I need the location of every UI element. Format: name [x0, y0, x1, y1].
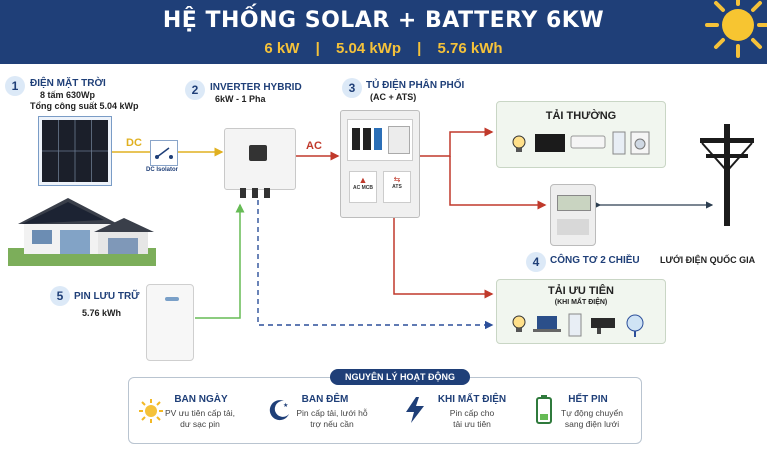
battery-line [195, 203, 245, 319]
mode-empty-text: Tự động chuyển [561, 408, 623, 418]
distribution-cabinet: ▲ AC MCB ⇆ ATS [340, 110, 420, 218]
fridge-icon [568, 313, 582, 337]
inverter-terminals [238, 188, 278, 198]
mode-outage-title: KHI MẤT ĐIỆN [437, 394, 507, 405]
laptop-icon [533, 316, 561, 332]
priority-load-box: TẢI ƯU TIÊN (KHI MẤT ĐIỆN) [496, 279, 666, 344]
power-pole-icon [700, 124, 754, 226]
battery-led-icon [165, 297, 179, 301]
step-number: 1 [5, 76, 25, 96]
inverter-display-icon [249, 145, 267, 161]
solar-panel-array [38, 116, 112, 186]
spec-separator: | [315, 40, 320, 57]
bulb-icon [512, 315, 526, 332]
meter-title: CÔNG TƠ 2 CHIỀU [550, 255, 640, 266]
meter-terminal-icon [557, 219, 589, 235]
spec-line: 6 kW | 5.04 kWp | 5.76 kWh [0, 40, 767, 57]
bulb-icon [512, 135, 526, 152]
battery-low-icon [536, 395, 552, 424]
day-sun-icon [139, 399, 163, 423]
inverter-subtitle: 6kW - 1 Pha [215, 94, 266, 104]
camera-icon [591, 318, 615, 334]
operation-title: NGUYÊN LÝ HOẠT ĐỘNG [330, 369, 470, 385]
normal-load-title: TẢI THƯỜNG [545, 110, 617, 122]
header-banner [0, 0, 767, 64]
tv-icon [535, 134, 565, 152]
comm-line [257, 200, 494, 330]
normal-load-box: TẢI THƯỜNG [496, 101, 666, 168]
dc-isolator-label: DC Isolator [146, 167, 179, 173]
battery-capacity: 5.76 kWh [82, 308, 122, 318]
ats-label: ATS [392, 184, 402, 190]
washing-machine-icon [630, 131, 650, 155]
distribution-title: TỦ ĐIỆN PHÂN PHỐI [366, 80, 465, 91]
fridge-icon [612, 131, 626, 155]
dc-isolator [150, 140, 178, 166]
grid-title: LƯỚI ĐIỆN QUỐC GIA [660, 255, 756, 265]
air-conditioner-icon [570, 135, 606, 149]
house-icon [8, 198, 156, 266]
mode-day-title: BAN NGÀY [174, 394, 228, 405]
mode-day-text: dư sạc pin [180, 419, 220, 429]
meter-display-icon [557, 195, 591, 211]
mode-outage-text: Pin cấp cho [449, 408, 495, 418]
switch-icon [155, 147, 173, 159]
step-number: 2 [185, 80, 205, 100]
mode-night-text: trợ nếu cần [310, 419, 354, 429]
priority-load-subtitle: (KHI MẤT ĐIỆN) [554, 299, 608, 306]
solar-total-capacity: Tổng công suất 5.04 kWp [30, 101, 139, 111]
spec-power: 6 kW [264, 40, 300, 57]
step-number: 4 [526, 252, 546, 272]
mode-night-title: BAN ĐÊM [301, 394, 349, 405]
mode-day-text: PV ưu tiên cấp tải, [165, 408, 235, 418]
ac-mcb-label: AC MCB [353, 185, 373, 191]
solar-panels-count: 8 tấm 630Wp [40, 90, 96, 100]
mode-empty-text: sang điện lưới [564, 419, 620, 429]
solar-title: ĐIỆN MẶT TRỜI [30, 78, 106, 89]
spec-pv: 5.04 kWp [335, 40, 401, 57]
warning-icon: ▲ [358, 175, 368, 185]
ac-mcb: ▲ AC MCB [349, 171, 377, 203]
mode-night-text: Pin cấp tải, lưới hỗ [296, 408, 368, 418]
svg-text:★: ★ [283, 402, 288, 409]
ac-label: AC [306, 140, 322, 152]
ats-switch-icon: ⇆ [393, 175, 401, 184]
battery-unit [146, 284, 194, 361]
normal-load-line [418, 127, 494, 157]
distribution-subtitle: (AC + ATS) [370, 92, 417, 102]
meter-line [449, 156, 547, 210]
step-number: 5 [50, 286, 70, 306]
lightning-icon [406, 397, 424, 423]
battery-title: PIN LƯU TRỮ [74, 291, 140, 302]
inverter-title: INVERTER HYBRID [210, 82, 302, 93]
fan-icon [626, 314, 644, 337]
priority-load-title: TẢI ƯU TIÊN [548, 285, 614, 297]
breaker-rail [347, 119, 413, 161]
spec-separator: | [417, 40, 422, 57]
ats-unit: ⇆ ATS [383, 171, 411, 203]
two-way-meter [550, 184, 596, 246]
priority-load-line [393, 216, 494, 299]
sun-icon [705, 0, 767, 58]
dc-label: DC [126, 137, 142, 149]
appliance-icons [512, 131, 650, 155]
solar-panel-icon [42, 120, 108, 182]
mode-empty-title: HẾT PIN [568, 394, 608, 405]
priority-appliance-icons [512, 313, 644, 337]
step-number: 3 [342, 78, 362, 98]
inverter-unit [224, 128, 296, 190]
night-moon-icon: ★ [269, 400, 289, 421]
spec-battery: 5.76 kWh [437, 40, 503, 57]
mode-outage-text: tải ưu tiên [453, 419, 491, 429]
page-title: HỆ THỐNG SOLAR + BATTERY 6KW [162, 8, 605, 33]
